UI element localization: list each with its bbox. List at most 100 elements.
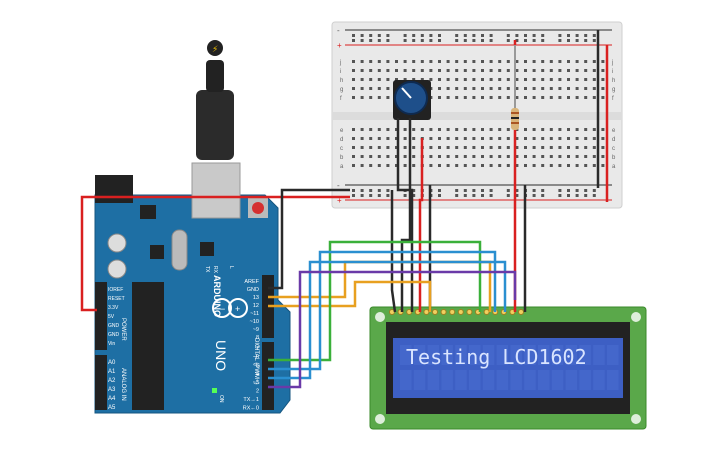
digital-pin-label: 4 xyxy=(256,372,259,378)
lcd-cells xyxy=(400,345,619,390)
arduino-logo-icon xyxy=(212,298,232,318)
row-letter: g xyxy=(340,87,343,93)
digital-pin-label: ~3 xyxy=(253,380,259,386)
row-letter: j xyxy=(611,60,613,66)
analog-header-label: ANALOG IN xyxy=(120,368,126,401)
lcd-pin xyxy=(449,309,456,315)
analog-pin-label: A1 xyxy=(108,369,116,375)
digital-pin-label: ~9 xyxy=(253,327,259,333)
l-label: L xyxy=(228,266,234,269)
rail-minus-label: - xyxy=(337,26,340,35)
power-pin-label: RESET xyxy=(108,296,125,302)
row-letter: d xyxy=(340,137,343,143)
potentiometer[interactable] xyxy=(393,80,431,120)
atmega-chip xyxy=(132,282,164,410)
analog-pin-label: A5 xyxy=(108,405,116,411)
arduino-uno-board[interactable]: ⚡ − + ARDUINO UNO TX RX L ON POWER ANALO… xyxy=(94,40,291,414)
digital-pin-label: RX←0 xyxy=(243,406,259,412)
wire-gnd[interactable] xyxy=(268,188,350,290)
power-pin-label: GND xyxy=(108,323,120,329)
digital-header-bottom xyxy=(262,342,274,410)
row-letter: e xyxy=(340,128,344,134)
power-pin-label: IOREF xyxy=(108,287,123,293)
row-letter: f xyxy=(612,96,614,102)
arduino-model: UNO xyxy=(213,340,229,371)
digital-pin-label: 7 xyxy=(256,346,259,352)
analog-pin-label: A3 xyxy=(108,387,116,393)
lcd-pin xyxy=(432,309,438,315)
digital-pin-label: ~11 xyxy=(250,311,259,317)
svg-text:⚡: ⚡ xyxy=(212,45,218,55)
analog-pin-label: A4 xyxy=(108,396,116,402)
row-letter: a xyxy=(340,164,344,170)
svg-text:+: + xyxy=(235,304,240,314)
row-letter: h xyxy=(340,78,343,84)
wire-d2[interactable] xyxy=(268,270,517,389)
row-letter: b xyxy=(612,155,616,161)
lcd1602-module[interactable]: Testing LCD1602 xyxy=(369,306,647,430)
row-letter: c xyxy=(612,146,615,152)
power-pin-label: Vin xyxy=(108,341,115,347)
lcd-pin xyxy=(483,309,490,315)
knob-indicator-icon xyxy=(401,87,412,99)
power-jack xyxy=(95,175,133,203)
rail-plus-label-bottom: + xyxy=(337,196,342,205)
row-letter: g xyxy=(612,87,615,93)
power-pin-label: 5V xyxy=(108,314,115,320)
digital-pin-label: GND xyxy=(247,287,259,293)
digital-pin-label: 2 xyxy=(256,389,259,395)
digital-pin-label: 8 xyxy=(256,335,259,341)
power-pin-label: GND xyxy=(108,332,120,338)
wire-5v[interactable] xyxy=(80,195,270,312)
lcd-pin xyxy=(457,309,464,315)
row-letter: d xyxy=(612,137,615,143)
row-letter: i xyxy=(340,69,341,75)
digital-pin-label: 13 xyxy=(253,295,259,301)
digital-pin-label: ~6 xyxy=(253,355,259,361)
digital-pin-label: AREF xyxy=(244,279,259,285)
row-letter: j xyxy=(339,60,341,66)
row-letter: c xyxy=(340,146,343,152)
resistor xyxy=(511,40,519,130)
power-header-label: POWER xyxy=(120,318,126,341)
usb-cable-plug xyxy=(196,90,234,160)
analog-pin-label: A2 xyxy=(108,378,116,384)
row-letter: e xyxy=(612,128,616,134)
power-header xyxy=(95,282,107,350)
row-letter: a xyxy=(612,164,616,170)
rail-plus-label: + xyxy=(337,41,342,50)
digital-pin-label: ~5 xyxy=(253,363,259,369)
wire-d12[interactable] xyxy=(268,260,492,312)
lcd-display-text: Testing LCD1602 xyxy=(406,345,587,369)
rx-label: RX xyxy=(212,266,218,274)
analog-pin-label: A0 xyxy=(108,360,116,366)
arduino-brand: ARDUINO xyxy=(212,275,222,317)
digital-pin-label: ~10 xyxy=(250,319,259,325)
row-letter: b xyxy=(340,155,344,161)
tx-label: TX xyxy=(204,266,210,273)
lcd-pin xyxy=(423,309,430,315)
svg-text:−: − xyxy=(220,304,225,314)
row-letter: h xyxy=(612,78,615,84)
digital-pin-label: TX→1 xyxy=(243,397,259,403)
row-letter: f xyxy=(340,96,342,102)
lcd-pin-header xyxy=(389,309,524,315)
reset-button[interactable] xyxy=(252,202,264,214)
wires xyxy=(80,30,609,389)
on-label: ON xyxy=(218,395,224,403)
digital-pin-label: 12 xyxy=(253,303,259,309)
digital-header-label: DIGITAL (PWM~) xyxy=(253,338,259,385)
lcd-pin xyxy=(440,309,447,315)
lcd-pin xyxy=(518,309,524,315)
usb-port xyxy=(191,162,241,219)
rail-minus-label-bottom: - xyxy=(337,181,340,190)
lcd-pin xyxy=(466,309,473,315)
analog-header xyxy=(95,355,107,410)
row-letter: i xyxy=(612,69,613,75)
power-pin-label: 3.3V xyxy=(108,305,119,311)
